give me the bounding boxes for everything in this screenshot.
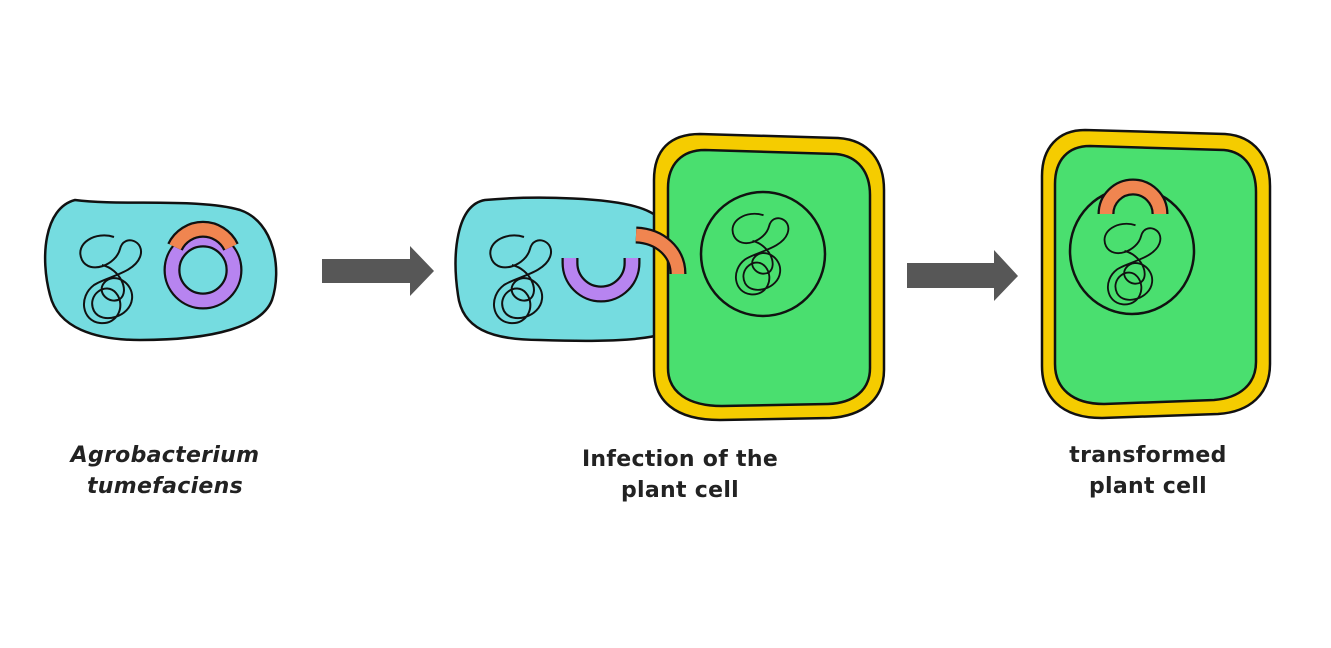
- infection-label-line-2: plant cell: [620, 478, 740, 503]
- process-arrow-1: [322, 246, 434, 296]
- transformed-label: transformed plant cell: [1023, 440, 1273, 502]
- plant-nucleus: [699, 190, 827, 318]
- agrobacterium-stage: [43, 198, 278, 342]
- infection-label: Infection of the plant cell: [555, 444, 805, 506]
- opened-plasmid-icon: [561, 258, 641, 303]
- transformed-stage: [1040, 128, 1272, 420]
- agrobacterium-label-line-1: Agrobacterium: [70, 443, 260, 468]
- transformed-label-line-2: plant cell: [1088, 474, 1208, 499]
- transformed-label-line-1: transformed: [1069, 443, 1227, 468]
- transferred-t-dna-icon: [635, 226, 687, 275]
- infection-label-line-1: Infection of the: [581, 447, 779, 472]
- agrobacterium-label: Agrobacterium tumefaciens: [40, 440, 290, 502]
- integrated-t-dna-icon: [1097, 178, 1169, 215]
- plasmid-icon: [163, 220, 243, 310]
- transformed-nucleus: [1068, 186, 1196, 316]
- agrobacterium-label-line-2: tumefaciens: [86, 474, 243, 499]
- process-arrow-2: [907, 250, 1018, 301]
- infection-stage: [454, 132, 886, 422]
